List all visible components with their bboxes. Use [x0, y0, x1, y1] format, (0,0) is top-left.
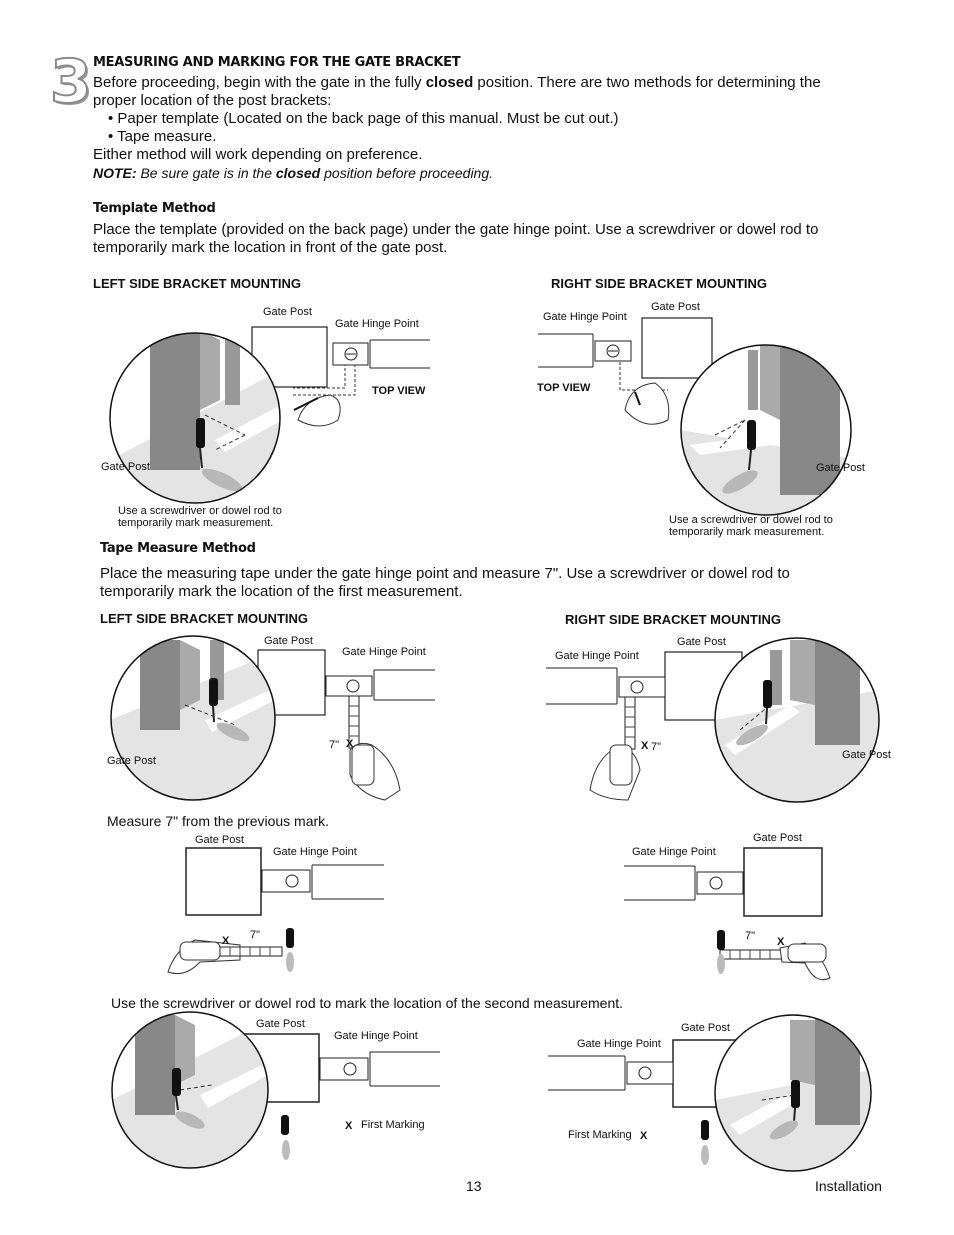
note-a: Be sure gate is in the — [136, 165, 276, 181]
x-mark: X — [222, 935, 230, 947]
template-left-illustration — [109, 326, 430, 504]
template-method-text: Place the template (provided on the back… — [93, 221, 893, 257]
label-first-marking: First Marking — [361, 1119, 425, 1131]
label-seven-inches: 7" — [250, 929, 261, 941]
label-seven-inches: 7" — [745, 930, 756, 942]
measure-again-text: Measure 7" from the previous mark. — [107, 813, 330, 829]
note-line2: temporarily mark measurement. — [118, 517, 274, 529]
tape-line2: temporarily mark the location of the fir… — [100, 583, 463, 600]
label-gate-post: Gate Post — [264, 635, 313, 647]
page-number: 13 — [466, 1178, 482, 1194]
label-gate-post: Gate Post — [101, 461, 150, 473]
tape-right-caption: RIGHT SIDE BRACKET MOUNTING — [565, 612, 781, 627]
tape-left-illustration — [110, 635, 435, 801]
template-method-title: Template Method — [93, 201, 216, 216]
section-title: MEASURING AND MARKING FOR THE GATE BRACK… — [93, 55, 461, 70]
template-line1: Place the template (provided on the back… — [93, 221, 819, 238]
note: NOTE: Be sure gate is in the closed posi… — [93, 164, 893, 182]
either-method: Either method will work depending on pre… — [93, 146, 423, 163]
step-number: 3 — [49, 47, 93, 117]
label-gate-hinge-point: Gate Hinge Point — [273, 846, 357, 858]
x-mark: X — [346, 738, 354, 750]
label-gate-post: Gate Post — [681, 1022, 730, 1034]
note-b: position before proceeding. — [320, 165, 494, 181]
template-left-caption: LEFT SIDE BRACKET MOUNTING — [93, 276, 301, 291]
footer-section: Installation — [815, 1178, 882, 1194]
intro-line2: proper location of the post brackets: — [93, 92, 332, 109]
label-first-marking: First Marking — [568, 1129, 632, 1141]
label-gate-post: Gate Post — [842, 749, 891, 761]
second-mark-left-illustration — [111, 1011, 440, 1169]
template-left-note: Use a screwdriver or dowel rod to tempor… — [118, 505, 282, 529]
label-gate-hinge-point: Gate Hinge Point — [342, 646, 426, 658]
label-seven-inches: 7" — [651, 741, 662, 753]
x-mark: X — [345, 1120, 353, 1132]
label-gate-hinge-point: Gate Hinge Point — [543, 311, 627, 323]
x-mark: X — [777, 936, 785, 948]
label-top-view: TOP VIEW — [537, 382, 591, 394]
tape-left-caption: LEFT SIDE BRACKET MOUNTING — [100, 611, 308, 626]
intro-line1-b: position. There are two methods for dete… — [473, 74, 821, 91]
measure-again-right-illustration — [624, 847, 831, 981]
label-gate-post: Gate Post — [816, 462, 865, 474]
label-gate-post: Gate Post — [195, 834, 244, 846]
label-gate-hinge-point: Gate Hinge Point — [335, 318, 419, 330]
template-line2: temporarily mark the location in front o… — [93, 239, 448, 256]
intro-closed-bold: closed — [425, 74, 474, 91]
label-gate-hinge-point: Gate Hinge Point — [334, 1030, 418, 1042]
measure-again-left-illustration — [167, 847, 384, 975]
label-gate-post: Gate Post — [677, 636, 726, 648]
second-mark-text: Use the screwdriver or dowel rod to mark… — [111, 995, 624, 1011]
x-mark: X — [641, 740, 649, 752]
second-mark-right-illustration — [548, 1014, 872, 1172]
tape-method-title: Tape Measure Method — [100, 541, 256, 556]
label-gate-hinge-point: Gate Hinge Point — [555, 650, 639, 662]
tape-right-illustration — [546, 637, 880, 803]
note-closed-bold: closed — [275, 165, 321, 181]
note-line1: Use a screwdriver or dowel rod to — [669, 514, 833, 526]
label-seven-inches: 7" — [329, 739, 340, 751]
x-mark: X — [640, 1130, 648, 1142]
tape-method-text: Place the measuring tape under the gate … — [100, 565, 900, 601]
label-gate-post: Gate Post — [263, 306, 312, 318]
label-gate-post: Gate Post — [107, 755, 156, 767]
intro-paragraph: Before proceeding, begin with the gate i… — [93, 74, 893, 182]
label-gate-post: Gate Post — [256, 1018, 305, 1030]
template-right-caption: RIGHT SIDE BRACKET MOUNTING — [551, 276, 767, 291]
tape-line1: Place the measuring tape under the gate … — [100, 565, 790, 582]
note-line2: temporarily mark measurement. — [669, 526, 825, 538]
template-right-note: Use a screwdriver or dowel rod to tempor… — [669, 514, 833, 538]
label-gate-hinge-point: Gate Hinge Point — [632, 846, 716, 858]
label-gate-post: Gate Post — [753, 832, 802, 844]
label-top-view: TOP VIEW — [372, 385, 426, 397]
bullet-tape: • Tape measure. — [108, 128, 217, 145]
note-line1: Use a screwdriver or dowel rod to — [118, 505, 282, 517]
bullet-template: • Paper template (Located on the back pa… — [108, 110, 619, 127]
intro-line1-a: Before proceeding, begin with the gate i… — [93, 74, 426, 91]
note-label: NOTE: — [93, 165, 137, 181]
label-gate-post: Gate Post — [651, 301, 700, 313]
label-gate-hinge-point: Gate Hinge Point — [577, 1038, 661, 1050]
template-right-illustration — [538, 317, 852, 516]
